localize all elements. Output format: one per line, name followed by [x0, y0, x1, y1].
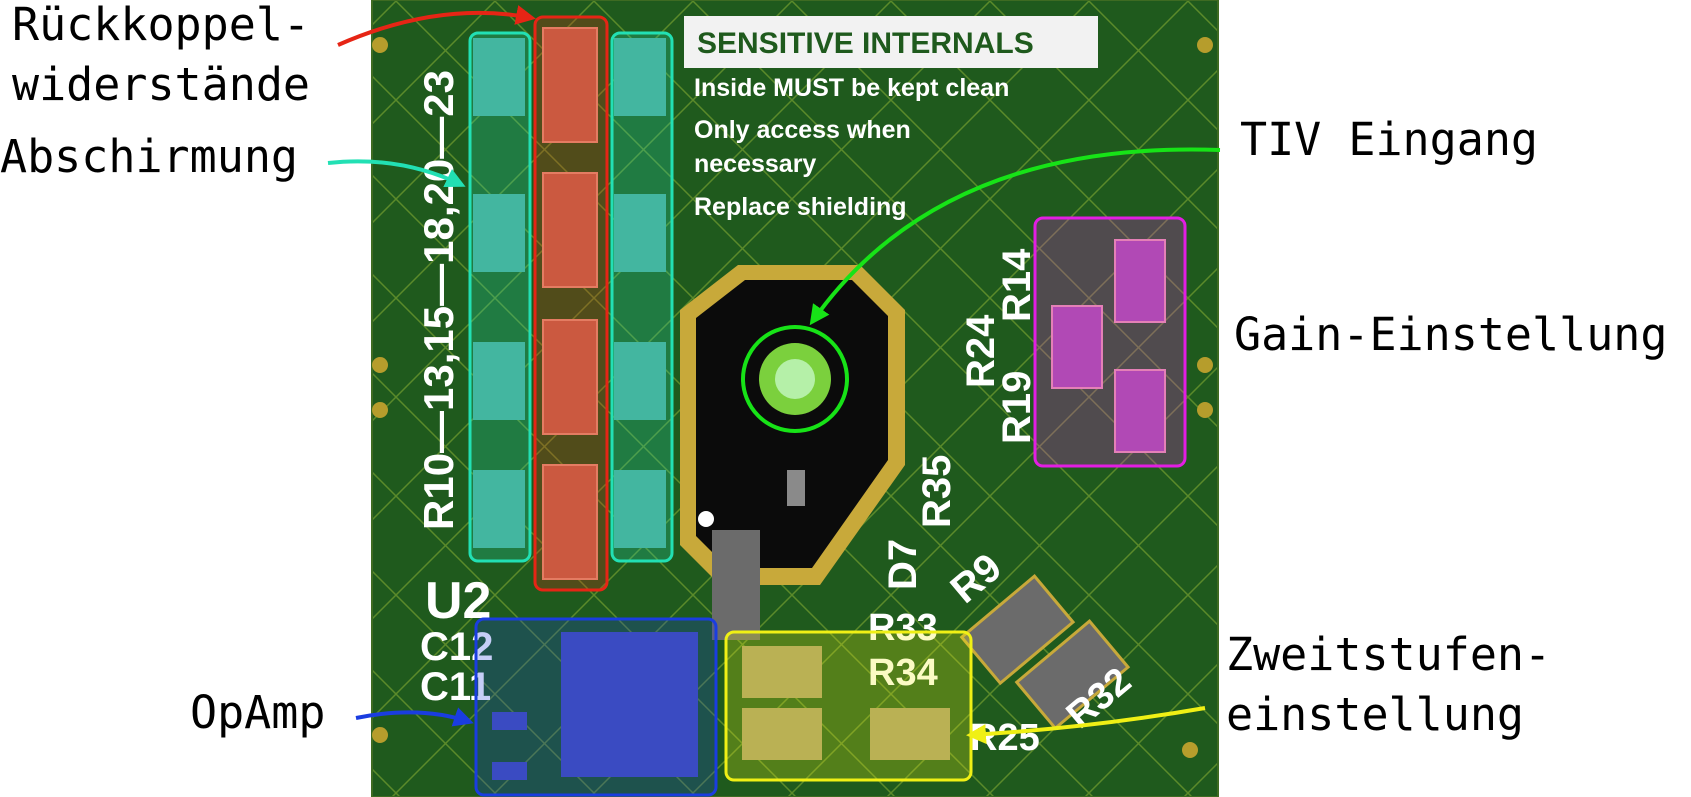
- designator-r34: R34: [868, 652, 938, 694]
- label-feedback-line-1: Rückkoppel-: [12, 0, 310, 51]
- label-shielding: Abschirmung: [0, 130, 298, 183]
- designator-d7: D7: [881, 539, 925, 590]
- designator-r33: R33: [868, 607, 938, 649]
- designator-feedback-group: R10—13,15—18,20—23: [415, 70, 462, 530]
- arrow-shielding: [327, 159, 466, 188]
- gain-resistors: [1051, 239, 1166, 453]
- notice-line-4: Replace shielding: [694, 193, 907, 221]
- notice-line-2: Only access when: [694, 116, 911, 144]
- opamp-chip: [492, 632, 698, 780]
- notice-line-3: necessary: [694, 150, 816, 178]
- label-two-stage-line-1: Zweitstufen-: [1226, 628, 1551, 681]
- designator-r24: R24: [959, 314, 1003, 388]
- designator-r35: R35: [915, 455, 959, 528]
- sensitive-notice: SENSITIVE INTERNALS Inside MUST be kept …: [684, 16, 1098, 221]
- designator-r14: R14: [995, 248, 1039, 322]
- edge-vias: [372, 37, 1213, 758]
- opamp-highlight: [474, 617, 718, 797]
- designator-r25: R25: [970, 717, 1040, 759]
- arrow-feedback: [337, 5, 536, 47]
- pcb-board: SENSITIVE INTERNALS Inside MUST be kept …: [371, 0, 1219, 797]
- highlight-boxes: [468, 15, 1187, 797]
- arrow-tiv: [809, 147, 1221, 326]
- feedback-highlight: [533, 15, 609, 592]
- shielding-highlight-right: [610, 31, 674, 563]
- notice-title: SENSITIVE INTERNALS: [697, 27, 1034, 60]
- label-gain-setting: Gain-Einstellung: [1234, 308, 1667, 361]
- designator-c12: C12: [420, 625, 493, 669]
- designator-r19: R19: [995, 371, 1039, 444]
- shielding-highlight-left: [468, 31, 532, 563]
- arrow-opamp: [355, 707, 474, 727]
- two-stage-highlight: [724, 630, 973, 782]
- feedback-resistors: [542, 27, 598, 580]
- label-tiv-input: TIV Eingang: [1240, 113, 1538, 166]
- notice-line-1: Inside MUST be kept clean: [694, 74, 1009, 102]
- annotation-arrows: [327, 5, 1221, 745]
- label-feedback-line-2: widerstände: [12, 58, 310, 111]
- tiv-highlight: [741, 325, 849, 433]
- label-opamp: OpAmp: [190, 686, 325, 739]
- diagonal-resistors: [959, 574, 1131, 731]
- label-two-stage-line-2: einstellung: [1226, 688, 1524, 741]
- designator-c11: C11: [420, 665, 491, 709]
- gain-highlight: [1033, 216, 1187, 468]
- two-stage-resistors: [742, 646, 950, 760]
- shielding-columns: [473, 38, 666, 548]
- arrow-two-stage: [966, 706, 1206, 745]
